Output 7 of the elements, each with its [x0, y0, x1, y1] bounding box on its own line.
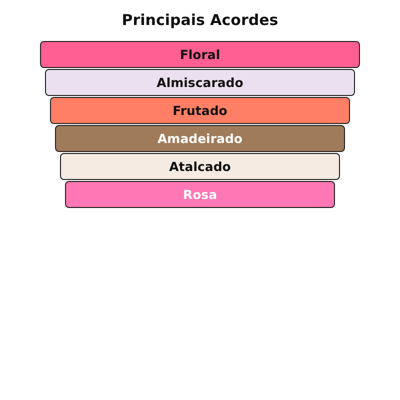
accord-bar: Frutado	[50, 97, 350, 124]
accord-bar: Atalcado	[60, 153, 340, 180]
accord-bar: Rosa	[65, 181, 335, 208]
accord-bar: Almiscarado	[45, 69, 355, 96]
accord-bar: Floral	[40, 41, 360, 68]
chart-title: Principais Acordes	[120, 11, 280, 29]
accord-bar: Amadeirado	[55, 125, 345, 152]
